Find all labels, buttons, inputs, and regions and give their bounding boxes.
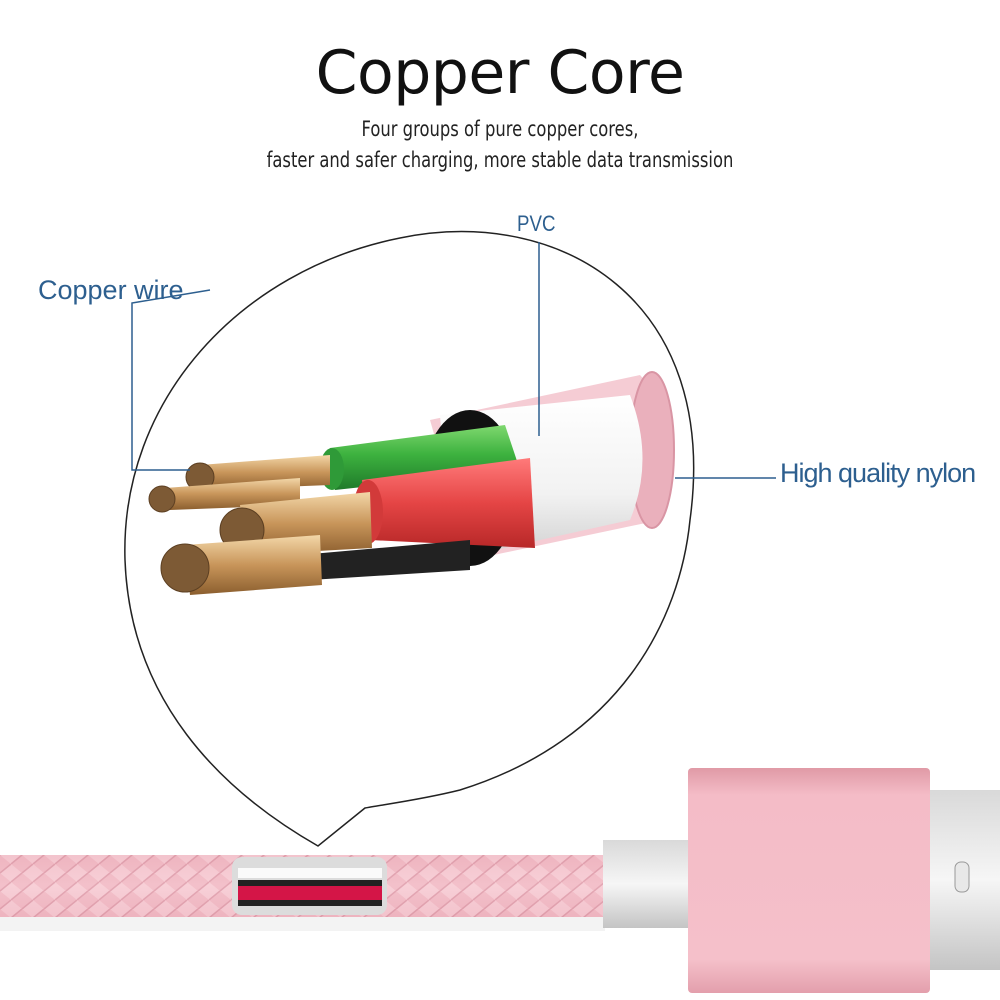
subtitle-line-2: faster and safer charging, more stable d…	[266, 148, 734, 172]
subtitle-line-1: Four groups of pure copper cores,	[361, 117, 639, 141]
copper-strands	[148, 455, 372, 595]
callout-nylon: High quality nylon	[780, 458, 976, 488]
page-title: Copper Core	[315, 38, 685, 108]
strain-relief	[603, 840, 688, 928]
connector-housing	[688, 768, 930, 993]
callout-pvc: PVC	[517, 211, 556, 236]
callout-copper-wire: Copper wire	[38, 275, 184, 305]
copper-wire-leader	[131, 289, 211, 471]
